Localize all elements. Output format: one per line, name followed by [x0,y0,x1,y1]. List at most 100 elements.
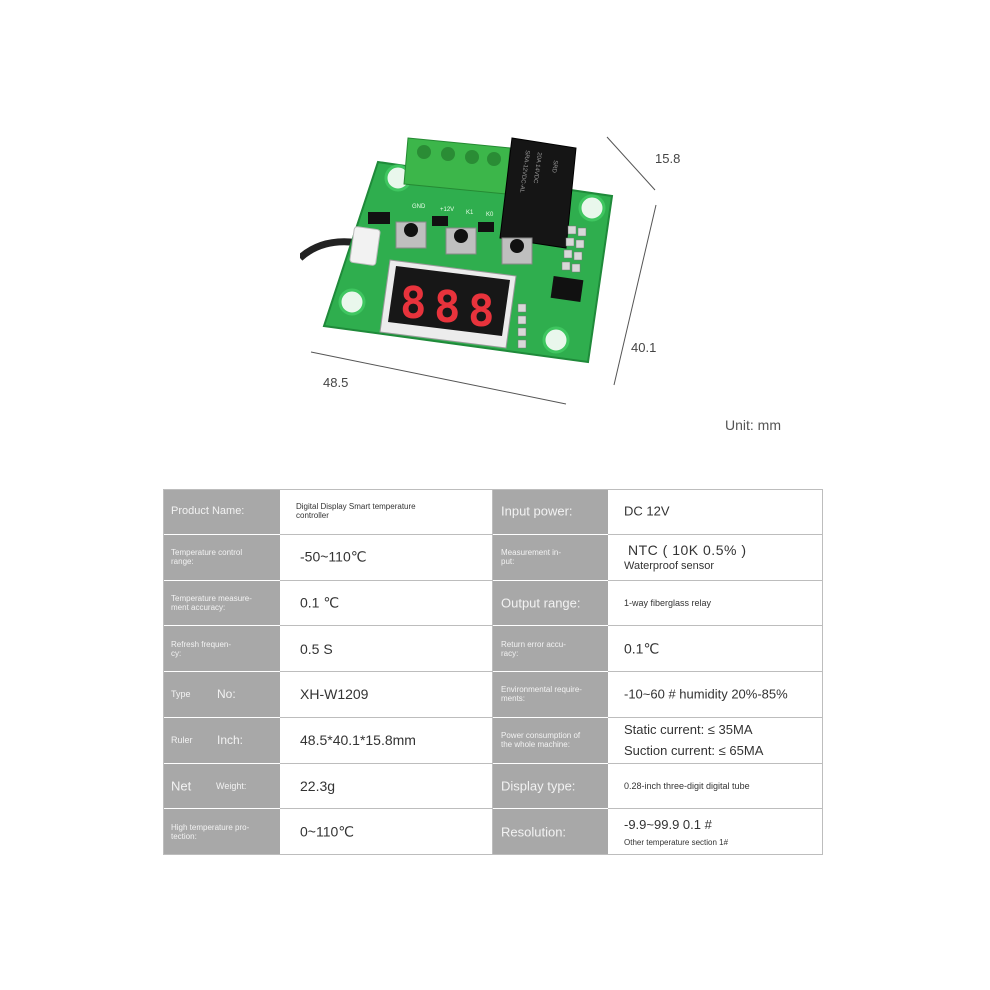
pin-label-k0: K0 [486,212,494,218]
spec-cell-l1-row-3: Temperature measure-ment accuracy: [163,580,280,627]
spec-cell-text: Output range: [501,595,604,610]
spec-text-line: XH-W1209 [300,686,369,703]
spec-text-line: Product Name: [171,505,245,518]
spec-text-line: 0.1 ℃ [300,594,340,611]
spec-text-line: -9.9~99.9 0.1 # [624,816,712,832]
spec-text-line: 0.28-inch three-digit digital tube [624,780,750,791]
smd-chip-2 [432,216,448,226]
spec-cell-text: -50~110℃ [300,549,488,566]
spec-text-line: Waterproof sensor [624,560,715,573]
spec-label-part: Weight: [216,780,247,791]
spec-text-line: Input power: [501,503,573,519]
spec-cell-l2-row-3: Output range: [493,580,608,627]
depth-dimension-line [613,204,657,386]
spec-text-line: 22.3g [300,777,336,794]
spec-text-line: Refresh frequen- [171,639,232,649]
led-digit-2: 8 [434,282,461,333]
terminal-block [403,137,511,195]
spec-cell-v1-row-3: 0.1 ℃ [280,580,493,627]
spec-label-part: No: [217,687,236,702]
spec-text-line: ment accuracy: [171,602,226,612]
spec-cell-v2-row-3: 1-way fiberglass relay [608,580,823,627]
spec-text-line: Other temperature section 1# [624,837,729,847]
spec-text-line: High temperature pro- [171,822,250,832]
thermostat-board-image: SRA-12VDC-AL 20A 14VDC SRD GND +12V K1 K… [300,137,614,364]
spec-cell-v2-row-2: NTC ( 10K 0.5% )Waterproof sensor [608,534,823,581]
spec-text-line: put: [501,557,515,567]
spec-cell-text: -10~60 # humidity 20%-85% [624,687,818,702]
width-dimension-label: 48.5 [323,375,349,390]
spec-text-line: Resolution: [501,824,567,840]
spec-text-line: ments: [501,694,526,704]
relay-text-3: SRD [550,160,558,174]
spec-cell-v1-row-7: 22.3g [280,763,493,810]
spec-text-line: Digital Display Smart temperature [296,502,416,512]
spec-text-line: 0~110℃ [300,823,355,840]
spec-cell-l1-row-6: Ruler Inch: [163,717,280,764]
spec-cell-v2-row-1: DC 12V [608,489,823,535]
spec-cell-v2-row-6: Static current: ≤ 35MA Suction current: ≤… [608,717,823,764]
spec-text-line: DC 12V [624,503,670,519]
spec-text-line: racy: [501,648,519,658]
spec-text-line: range: [171,557,194,567]
spec-text-line: NTC ( 10K 0.5% ) [628,542,747,559]
sensor-cable [300,238,363,261]
spec-text-line: Output range: [501,595,581,611]
spec-cell-v1-row-6: 48.5*40.1*15.8mm [280,717,493,764]
pin-header-bottom [517,303,527,349]
spec-label-part: Ruler [171,735,193,746]
spec-text-line: tection: [171,831,197,841]
spec-text-line: Static current: ≤ 35MA [624,722,753,738]
spec-cell-v2-row-4: 0.1℃ [608,626,823,672]
spec-cell-text: Environmental require-ments: [501,685,604,703]
sensor-connector [349,226,381,266]
spec-cell-text: High temperature pro-tection: [171,823,276,841]
spec-cell-text: XH-W1209 [300,686,488,702]
pin-header-right [561,225,587,273]
spec-cell-v1-row-5: XH-W1209 [280,672,493,718]
spec-text-line: controller [296,511,329,521]
spec-text-line: the whole machine: [501,740,570,750]
spec-cell-text: Input power: [501,504,604,519]
depth-dimension-label: 40.1 [631,340,657,355]
ic-chip [550,276,584,302]
relay-text-2: 20A 14VDC [532,152,542,185]
pin-label-k1: K1 [466,210,474,216]
spec-cell-l2-row-2: Measurement in-put: [493,534,608,581]
spec-text-line: Return error accu- [501,639,566,649]
spec-cell-text: DC 12V [624,504,818,519]
spec-label-part: Net [171,778,192,794]
spec-label-part: Inch: [217,733,244,748]
led-digit-3: 8 [468,286,495,337]
push-buttons [395,221,533,265]
spec-text-line: Temperature measure- [171,593,252,603]
led-digit-1: 8 [400,278,427,329]
spec-text-line: cy: [171,648,182,658]
spec-cell-v2-row-8: -9.9~99.9 0.1 # Other temperature section… [608,809,823,855]
spec-text-line: Suction current: ≤ 65MA [624,743,764,759]
spec-cell-text: Static current: ≤ 35MA Suction current: ≤… [624,722,818,758]
dimension-lines [310,136,657,405]
smd-chip-1 [368,212,390,224]
spec-cell-l2-row-5: Environmental require-ments: [493,672,608,718]
led-display-window [388,266,510,336]
spec-cell-l2-row-4: Return error accu-racy: [493,626,608,672]
pin-label-12v: +12V [440,207,454,213]
spec-text-line: 1-way fiberglass relay [624,597,712,608]
spec-cell-text: 0~110℃ [300,823,488,840]
spec-cell-l2-row-8: Resolution: [493,809,608,855]
spec-text-line: -50~110℃ [300,548,367,565]
spec-cell-v1-row-4: 0.5 S [280,626,493,672]
spec-cell-text: Return error accu-racy: [501,640,604,658]
height-dimension-label: 15.8 [655,151,681,166]
spec-text-line: 0.5 S [300,640,333,657]
spec-text-line: 48.5*40.1*15.8mm [300,732,416,749]
height-dimension-line [606,136,656,191]
spec-cell-text: 1-way fiberglass relay [624,598,818,608]
spec-text-line: Power consumption of [501,731,581,741]
